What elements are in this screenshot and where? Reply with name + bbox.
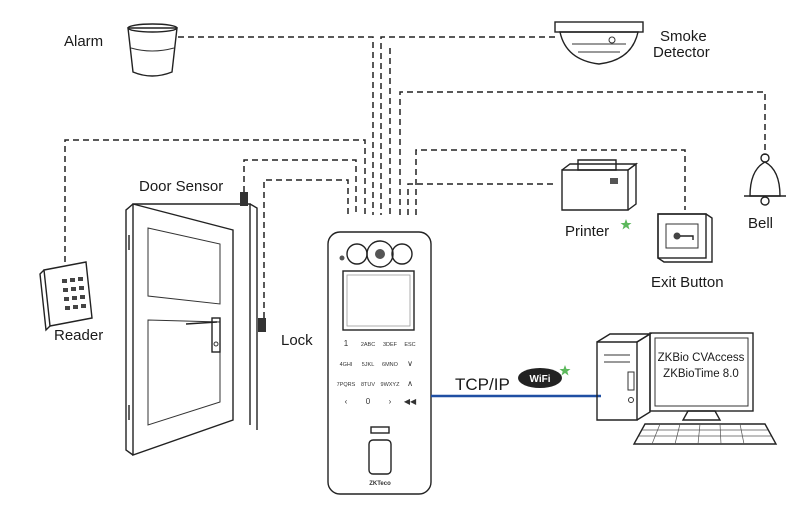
- bell-icon: [744, 153, 786, 206]
- software-label-line1: ZKBio CVAccess: [658, 352, 745, 364]
- keypad-key: ‹: [345, 397, 348, 406]
- tcp-ip-label: TCP/IP: [455, 375, 510, 394]
- software-label-line2: ZKBioTime 8.0: [663, 368, 739, 380]
- keypad-key: ›: [389, 397, 392, 406]
- keypad-key: 5JKL: [362, 362, 375, 368]
- keypad-key: 2ABC: [361, 342, 375, 348]
- smoke-detector-label-line1: Smoke: [660, 28, 707, 45]
- keypad-key: 6MNO: [382, 362, 399, 368]
- exit-button-icon: [657, 213, 713, 263]
- wifi-icon: WiFi: [518, 368, 562, 388]
- keypad-key: ◀◀: [404, 397, 417, 406]
- keypad-key: ESC: [404, 342, 415, 348]
- exit-button-label: Exit Button: [651, 274, 724, 291]
- terminal-icon: 1 2ABC 3DEF ESC 4GHI 5JKL 6MNO ∨ 7PQRS 8TUV 9WXYZ ∧…: [327, 231, 432, 495]
- keypad-key: 3DEF: [383, 342, 398, 348]
- bell-label: Bell: [748, 215, 773, 232]
- wifi-label: WiFi: [529, 374, 550, 385]
- keypad-key: 7PQRS: [337, 382, 356, 388]
- door-sensor-label: Door Sensor: [139, 178, 223, 195]
- keypad-key: 4GHI: [340, 362, 353, 368]
- printer-star-icon: [620, 219, 632, 230]
- reader-icon: [39, 261, 93, 332]
- keypad-key: 8TUV: [361, 382, 375, 388]
- wiring-lines: [64, 36, 766, 318]
- keypad-key: 9WXYZ: [381, 382, 401, 388]
- computer-icon: [596, 332, 778, 445]
- door-icon: [125, 192, 266, 456]
- lock-label: Lock: [281, 332, 313, 349]
- smoke-detector-icon: [554, 21, 644, 65]
- alarm-icon: [127, 23, 178, 77]
- keypad-key: ∧: [407, 379, 413, 388]
- smoke-detector-label-line2: Detector: [653, 44, 710, 61]
- keypad-key: 0: [366, 397, 371, 406]
- wifi-star-icon: [559, 365, 571, 376]
- terminal-keypad: 1 2ABC 3DEF ESC 4GHI 5JKL 6MNO ∨ 7PQRS 8TUV 9WXYZ ∧…: [337, 339, 417, 406]
- alarm-label: Alarm: [64, 33, 103, 50]
- reader-label: Reader: [54, 327, 103, 344]
- printer-icon: [561, 159, 639, 211]
- terminal-brand-label: ZKTeco: [369, 481, 391, 487]
- printer-label: Printer: [565, 223, 609, 240]
- keypad-key: ∨: [407, 359, 413, 368]
- keypad-key: 1: [344, 339, 349, 348]
